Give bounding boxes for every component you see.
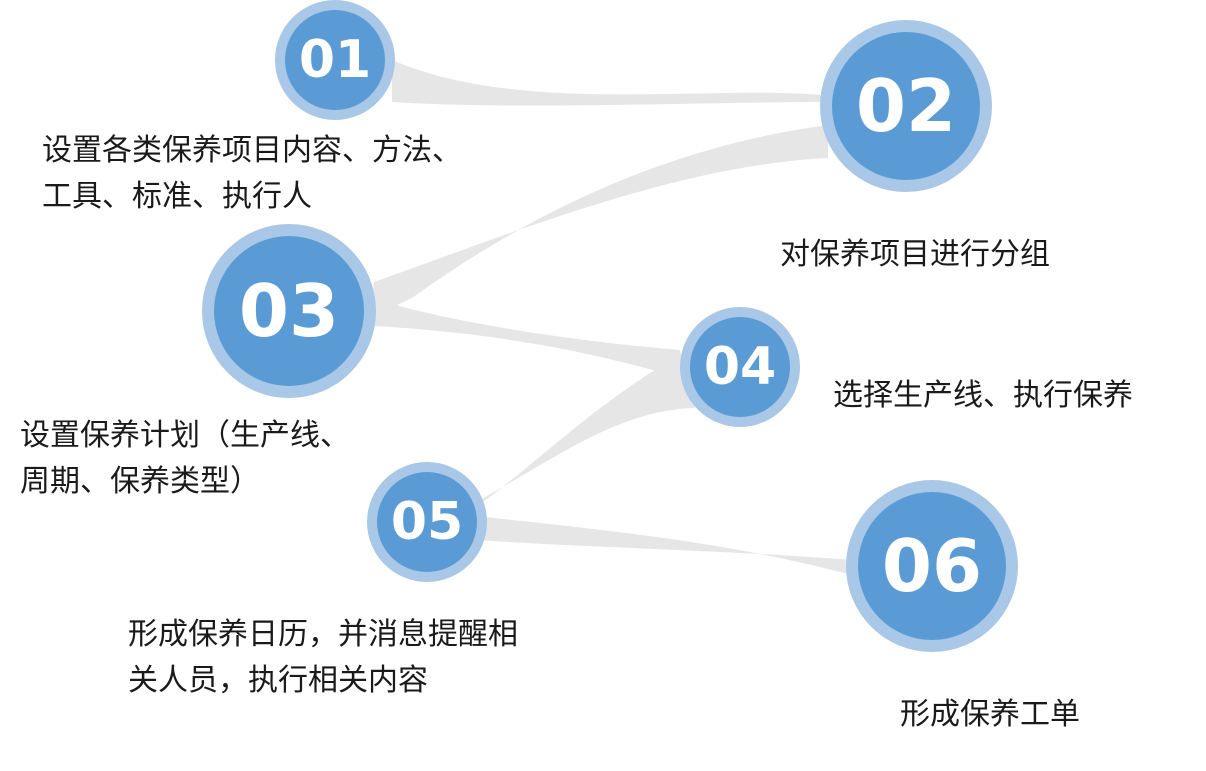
step-02-number: 02 — [856, 64, 956, 148]
step-03-label-line-2: 周期、保养类型） — [20, 464, 260, 499]
connector-03-04 — [372, 298, 686, 380]
step-05-label: 形成保养日历，并消息提醒相 关人员，执行相关内容 — [128, 612, 518, 704]
step-02-label: 对保养项目进行分组 — [780, 232, 1050, 278]
step-01-circle: 01 — [275, 0, 395, 120]
step-05-label-line-1: 形成保养日历，并消息提醒相 — [128, 617, 518, 652]
step-04-number: 04 — [704, 337, 776, 397]
step-01-label-line-1: 设置各类保养项目内容、方法、 — [42, 133, 462, 168]
step-02-circle: 02 — [820, 20, 992, 192]
step-06-circle: 06 — [846, 480, 1018, 652]
connector-05-06 — [476, 516, 852, 575]
step-03-circle: 03 — [202, 224, 376, 398]
connector-04-05 — [478, 355, 695, 506]
step-06-label-line-1: 形成保养工单 — [900, 697, 1080, 732]
step-05-number: 05 — [391, 492, 463, 552]
step-03-number: 03 — [239, 269, 339, 353]
step-04-label-line-1: 选择生产线、执行保养 — [833, 378, 1133, 413]
step-05-label-line-2: 关人员，执行相关内容 — [128, 663, 428, 698]
step-04-label: 选择生产线、执行保养 — [833, 373, 1133, 419]
step-06-label: 形成保养工单 — [900, 692, 1080, 738]
step-02-label-line-1: 对保养项目进行分组 — [780, 237, 1050, 272]
step-01-number: 01 — [299, 30, 371, 90]
step-04-circle: 04 — [680, 307, 800, 427]
step-05-circle: 05 — [367, 462, 487, 582]
connector-02-03 — [370, 125, 828, 318]
connector-01-02 — [392, 60, 822, 106]
step-01-label: 设置各类保养项目内容、方法、 工具、标准、执行人 — [42, 128, 462, 220]
step-01-label-line-2: 工具、标准、执行人 — [42, 179, 312, 214]
step-03-label: 设置保养计划（生产线、 周期、保养类型） — [20, 413, 350, 505]
step-06-number: 06 — [882, 524, 982, 608]
step-03-label-line-1: 设置保养计划（生产线、 — [20, 418, 350, 453]
